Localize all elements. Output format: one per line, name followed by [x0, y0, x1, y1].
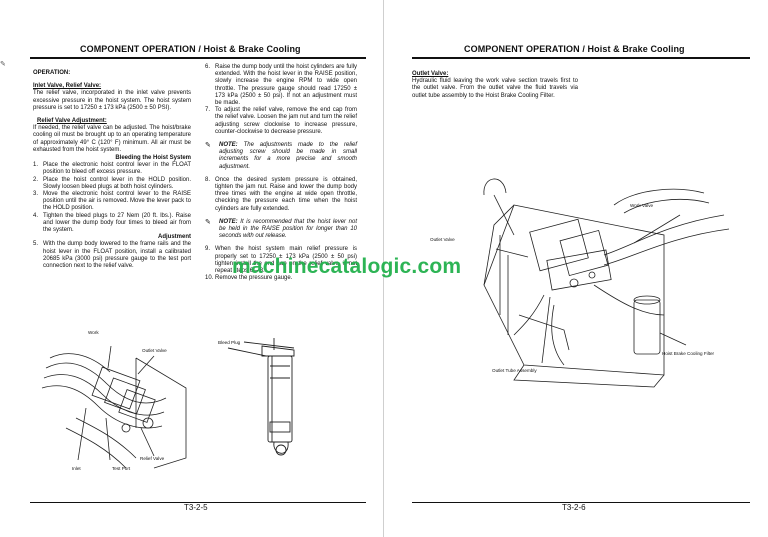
label-inlet: Inlet	[72, 466, 81, 471]
right-header-rule	[412, 57, 750, 59]
label-test-port: Test Port	[112, 466, 131, 471]
right-footer-rule	[412, 502, 750, 503]
left-column: OPERATION: Inlet Valve, Relief Valve: Th…	[33, 70, 191, 270]
label-outlet-valve: Outlet Valve	[142, 348, 167, 353]
left-page-number: T3-2-5	[184, 503, 208, 512]
inlet-heading: Inlet Valve, Relief Valve:	[33, 83, 102, 90]
left-page-right-column: 6.Raise the dump body until the hoist cy…	[205, 64, 357, 282]
operation-heading: OPERATION:	[33, 70, 71, 76]
step-3: 3.Move the electronic hoist control leve…	[33, 191, 191, 212]
step-2: 2.Place the hoist control lever in the H…	[33, 176, 191, 190]
left-footer-rule	[30, 502, 366, 503]
adjustment-heading: Adjustment	[158, 234, 191, 241]
outlet-valve-text: Outlet Valve: Hydraulic fluid leaving th…	[412, 71, 578, 100]
filter-assembly-figure: Work Valve Outlet Valve Hoist Brake Cool…	[424, 165, 744, 395]
bleeding-steps: 1.Place the electronic hoist control lev…	[33, 162, 191, 234]
hoist-cylinder-figure: Bleed Plug	[214, 336, 324, 471]
step-6: 6.Raise the dump body until the hoist cy…	[205, 64, 357, 107]
adjust-heading: Relief Valve Adjustment:	[37, 118, 107, 125]
left-header: COMPONENT OPERATION / Hoist & Brake Cool…	[80, 44, 301, 54]
valve-assembly-drawing	[41, 345, 187, 469]
label-outlet-valve-right: Outlet Valve	[430, 237, 455, 242]
binding-mark-icon: ✎	[0, 61, 6, 68]
note-adjustments: ✎ NOTE: The adjustments made to the reli…	[205, 142, 357, 170]
right-header: COMPONENT OPERATION / Hoist & Brake Cool…	[464, 44, 685, 54]
steps-6-7: 6.Raise the dump body until the hoist cy…	[205, 64, 357, 136]
label-work: Work	[88, 330, 99, 335]
hoist-cylinder-drawing	[227, 338, 295, 456]
watermark: machinecatalogic.com	[232, 255, 462, 278]
note-hoist-lever: ✎ NOTE: It is recommended that the hoist…	[205, 218, 357, 240]
step-9: 9.When the hoist system main relief pres…	[205, 246, 357, 275]
page-divider	[383, 0, 384, 537]
pencil-note-icon: ✎	[205, 218, 211, 226]
steps-8: 8.Once the desired system pressure is ob…	[205, 177, 357, 213]
filter-assembly-drawing	[483, 178, 730, 388]
adjustment-steps: 5.With the dump body lowered to the fram…	[33, 241, 191, 270]
steps-9-10: 9.When the hoist system main relief pres…	[205, 246, 357, 282]
step-8: 8.Once the desired system pressure is ob…	[205, 176, 357, 212]
outlet-text: Hydraulic fluid leaving the work valve s…	[412, 78, 578, 99]
valve-assembly-figure: Work Outlet Valve Relief Valve Inlet Tes…	[36, 328, 192, 476]
inlet-text: The relief valve, incorporated in the in…	[33, 90, 191, 111]
adjust-text: If needed, the relief valve can be adjus…	[33, 125, 191, 153]
label-hoist-brake-cooling-filter: Hoist Brake Cooling Filter	[662, 351, 715, 356]
label-relief-valve: Relief Valve	[140, 456, 165, 461]
step-10: 10.Remove the pressure gauge.	[205, 275, 293, 282]
step-4: 4.Tighten the bleed plugs to 27 Nem (20 …	[33, 212, 191, 234]
left-header-rule	[30, 57, 366, 59]
outlet-heading: Outlet Valve:	[412, 71, 449, 77]
bleeding-heading: Bleeding the Hoist System	[115, 155, 191, 162]
right-page: COMPONENT OPERATION / Hoist & Brake Cool…	[384, 0, 768, 537]
left-page: COMPONENT OPERATION / Hoist & Brake Cool…	[0, 0, 383, 537]
right-page-number: T3-2-6	[562, 503, 586, 512]
step-7: 7.To adjust the relief valve, remove the…	[205, 107, 357, 135]
label-work-valve: Work Valve	[630, 203, 654, 208]
step-1: 1.Place the electronic hoist control lev…	[33, 162, 191, 176]
step-5: 5.With the dump body lowered to the fram…	[33, 241, 191, 270]
label-bleed-plug: Bleed Plug	[218, 340, 241, 345]
pencil-note-icon: ✎	[205, 142, 211, 150]
label-outlet-tube-assembly: Outlet Tube Assembly	[492, 368, 537, 373]
